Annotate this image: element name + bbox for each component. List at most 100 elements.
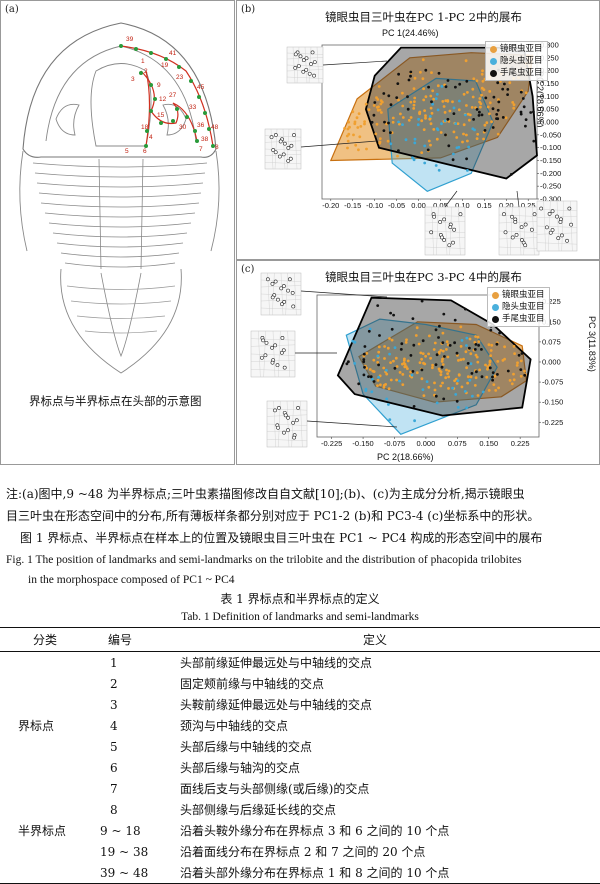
data-point-1 bbox=[375, 105, 379, 109]
data-point-1 bbox=[377, 345, 381, 349]
data-point-3 bbox=[389, 311, 392, 315]
data-point-1 bbox=[457, 373, 461, 377]
spline-landmark bbox=[550, 228, 555, 232]
data-point-1 bbox=[415, 371, 419, 375]
spline-grid-line bbox=[250, 353, 296, 356]
data-point-1 bbox=[347, 120, 350, 124]
cell-category bbox=[0, 694, 90, 715]
data-point-1 bbox=[460, 385, 464, 389]
legend-c: 镜眼虫亚目 隐头虫亚目 手尾虫亚目 bbox=[487, 287, 550, 327]
data-point-3 bbox=[475, 370, 478, 374]
data-point-3 bbox=[453, 341, 456, 345]
table-caption-cn: 表 1 界标点和半界标点的定义 bbox=[220, 592, 380, 606]
data-point-1 bbox=[493, 374, 497, 378]
y-tick-label: 0.100 bbox=[540, 92, 559, 101]
data-point-1 bbox=[422, 128, 426, 131]
data-point-3 bbox=[455, 351, 459, 355]
data-point-2 bbox=[435, 92, 439, 96]
data-point-3 bbox=[484, 96, 488, 100]
header-definition: 定义 bbox=[150, 627, 600, 652]
legend-b-item-3: 手尾虫亚目 bbox=[490, 67, 543, 79]
data-point-1 bbox=[519, 359, 523, 363]
data-point-1 bbox=[418, 112, 421, 116]
data-point-1 bbox=[508, 379, 512, 382]
data-point-1 bbox=[462, 123, 466, 127]
data-point-2 bbox=[412, 158, 416, 162]
svg-text:27: 27 bbox=[169, 92, 177, 99]
data-point-1 bbox=[429, 106, 433, 110]
spline-landmark bbox=[276, 297, 280, 302]
data-point-1 bbox=[406, 367, 409, 370]
spline-landmark bbox=[271, 148, 276, 152]
data-point-3 bbox=[480, 375, 484, 379]
svg-text:33: 33 bbox=[189, 104, 197, 111]
data-point-2 bbox=[437, 168, 441, 172]
spline-landmark bbox=[529, 227, 534, 232]
data-point-3 bbox=[474, 343, 478, 346]
cell-category: 半界标点 bbox=[18, 824, 67, 838]
data-point-3 bbox=[503, 82, 506, 86]
spline-grid-line bbox=[300, 400, 303, 448]
svg-text:23: 23 bbox=[176, 74, 184, 81]
data-point-1 bbox=[468, 337, 472, 341]
data-point-1 bbox=[468, 113, 472, 117]
data-point-2 bbox=[423, 161, 427, 165]
data-point-1 bbox=[395, 378, 398, 382]
data-point-1 bbox=[375, 122, 379, 126]
data-point-1 bbox=[431, 366, 434, 370]
data-point-1 bbox=[376, 379, 380, 382]
data-point-1 bbox=[415, 326, 419, 330]
y-tick-label: 0.050 bbox=[540, 105, 559, 114]
data-point-3 bbox=[370, 120, 374, 124]
spline-grid-line bbox=[260, 307, 302, 310]
pointer-arrow bbox=[516, 190, 520, 208]
spline-grid-line bbox=[536, 209, 578, 212]
data-point-3 bbox=[363, 365, 366, 369]
data-point-3 bbox=[434, 363, 438, 367]
data-point-1 bbox=[417, 342, 421, 346]
data-point-1 bbox=[478, 368, 481, 372]
data-point-1 bbox=[455, 136, 459, 139]
data-point-2 bbox=[388, 418, 392, 421]
data-point-3 bbox=[396, 82, 400, 85]
spline-landmark bbox=[513, 220, 518, 224]
data-point-2 bbox=[351, 339, 355, 343]
data-point-1 bbox=[424, 116, 427, 120]
spline-grid-line bbox=[449, 206, 452, 256]
spline-grid-line bbox=[266, 439, 308, 442]
spline-grid-line bbox=[280, 272, 284, 316]
thin-plate-spline-4 bbox=[498, 206, 540, 256]
spline-landmark bbox=[293, 52, 298, 57]
data-point-1 bbox=[496, 132, 500, 136]
data-point-1 bbox=[490, 343, 494, 347]
spline-landmark bbox=[447, 243, 452, 248]
cell-number: 5 bbox=[110, 739, 118, 754]
data-point-1 bbox=[504, 116, 508, 120]
data-point-2 bbox=[458, 99, 461, 103]
data-point-1 bbox=[437, 352, 441, 355]
data-point-1 bbox=[456, 353, 459, 357]
svg-text:41: 41 bbox=[169, 50, 177, 57]
data-point-1 bbox=[394, 356, 398, 360]
data-point-1 bbox=[487, 343, 491, 347]
panel-b-title: 镜眼虫目三叶虫在PC 1-PC 2中的展布 bbox=[325, 10, 522, 24]
data-point-2 bbox=[466, 169, 469, 172]
data-point-2 bbox=[455, 146, 459, 150]
spline-landmark bbox=[296, 405, 300, 410]
legend-swatch-orange bbox=[490, 45, 497, 53]
spline-grid-line bbox=[316, 46, 320, 84]
data-point-1 bbox=[378, 137, 382, 141]
data-point-3 bbox=[491, 375, 494, 379]
data-point-1 bbox=[374, 132, 378, 136]
spline-landmark bbox=[291, 304, 296, 309]
spline-grid-line bbox=[498, 221, 540, 224]
cell-number: 19 ~ 38 bbox=[100, 844, 149, 859]
figure-caption-en-1: Fig. 1 The position of landmarks and sem… bbox=[6, 554, 522, 566]
data-point-2 bbox=[464, 113, 467, 117]
data-point-2 bbox=[440, 122, 443, 126]
data-point-1 bbox=[478, 97, 482, 100]
spline-landmark bbox=[277, 405, 281, 410]
panel-c-pc3-pc4: (c) 镜眼虫目三叶虫在PC 3-PC 4中的展布 PC 2(18.66%) P… bbox=[236, 260, 600, 465]
data-point-3 bbox=[438, 324, 441, 328]
data-point-1 bbox=[398, 122, 401, 126]
